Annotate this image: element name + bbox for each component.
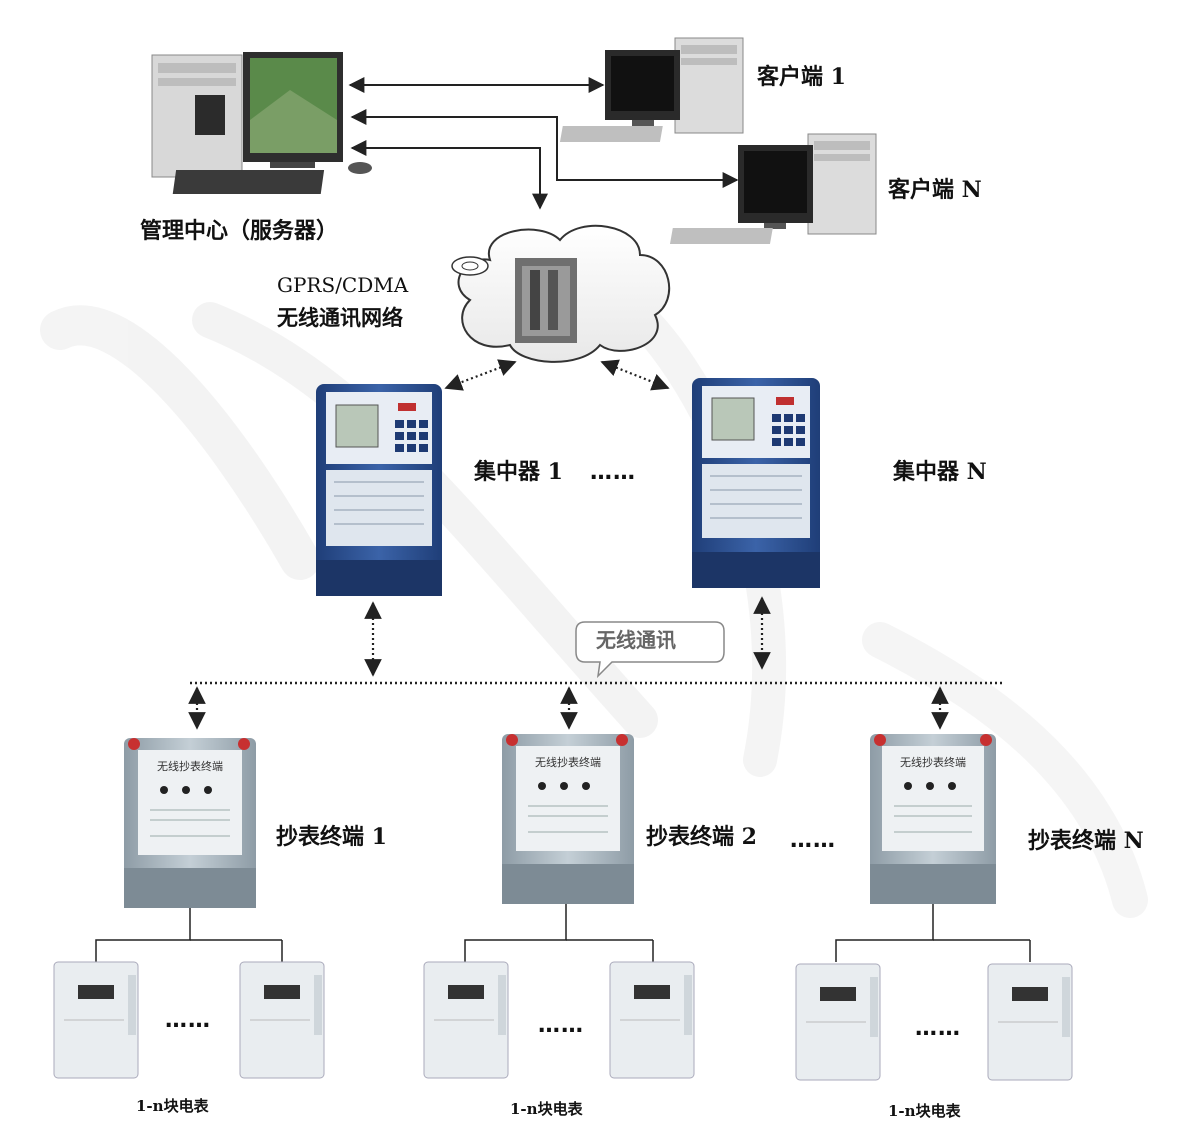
server-client-links xyxy=(348,77,739,210)
meters-1-ellipsis: …… xyxy=(165,1008,211,1033)
client-1-label: 客户端 1 xyxy=(757,64,846,90)
cloud-concentrator-links xyxy=(444,359,670,391)
terminal-panel-caption: 无线抄表终端 xyxy=(900,755,966,769)
meters-2-ellipsis: …… xyxy=(538,1013,584,1038)
meter-1a-device xyxy=(53,961,139,1079)
wireless-bubble-label: 无线通讯 xyxy=(596,628,676,652)
meters-group-1-label: 1-n块电表 xyxy=(136,1097,209,1115)
concentrator-ellipsis: …… xyxy=(590,460,636,485)
meters-group-3-label: 1-n块电表 xyxy=(888,1102,961,1120)
server-computer-icon xyxy=(151,52,372,194)
concentrator-n-device xyxy=(692,378,820,588)
concentrator-bus-links xyxy=(364,596,771,677)
concentrator-1-device xyxy=(316,384,442,596)
server-label: 管理中心（服务器） xyxy=(140,218,339,244)
terminal-2-label: 抄表终端 2 xyxy=(646,824,757,850)
terminal-meter-links xyxy=(95,904,1031,962)
client-n-label: 客户端 N xyxy=(888,177,982,203)
terminal-n-label: 抄表终端 N xyxy=(1028,828,1144,854)
terminal-1-label: 抄表终端 1 xyxy=(276,824,387,850)
terminal-panel-caption: 无线抄表终端 xyxy=(535,755,601,769)
network-label-line2: 无线通讯网络 xyxy=(277,305,403,330)
concentrator-n-label: 集中器 N xyxy=(893,459,987,485)
wireless-bubble xyxy=(575,621,725,679)
client-1-computer-icon xyxy=(559,37,744,142)
meters-3-ellipsis: …… xyxy=(915,1016,961,1041)
meter-2b-device xyxy=(609,961,695,1079)
terminal-2-device xyxy=(502,734,634,904)
concentrator-1-label: 集中器 1 xyxy=(474,459,563,485)
meter-3a-device xyxy=(795,963,881,1081)
client-n-computer-icon xyxy=(669,133,877,244)
terminal-1-device xyxy=(124,738,256,908)
meters-group-2-label: 1-n块电表 xyxy=(510,1100,583,1118)
meter-1b-device xyxy=(239,961,325,1079)
terminal-n-device xyxy=(870,734,996,904)
wireless-network-cloud xyxy=(451,224,671,363)
terminal-ellipsis: …… xyxy=(790,828,836,853)
network-label-line1: GPRS/CDMA xyxy=(277,273,409,297)
terminal-panel-caption: 无线抄表终端 xyxy=(157,759,223,773)
bus-terminal-links xyxy=(188,686,949,730)
meter-2a-device xyxy=(423,961,509,1079)
meter-3b-device xyxy=(987,963,1073,1081)
